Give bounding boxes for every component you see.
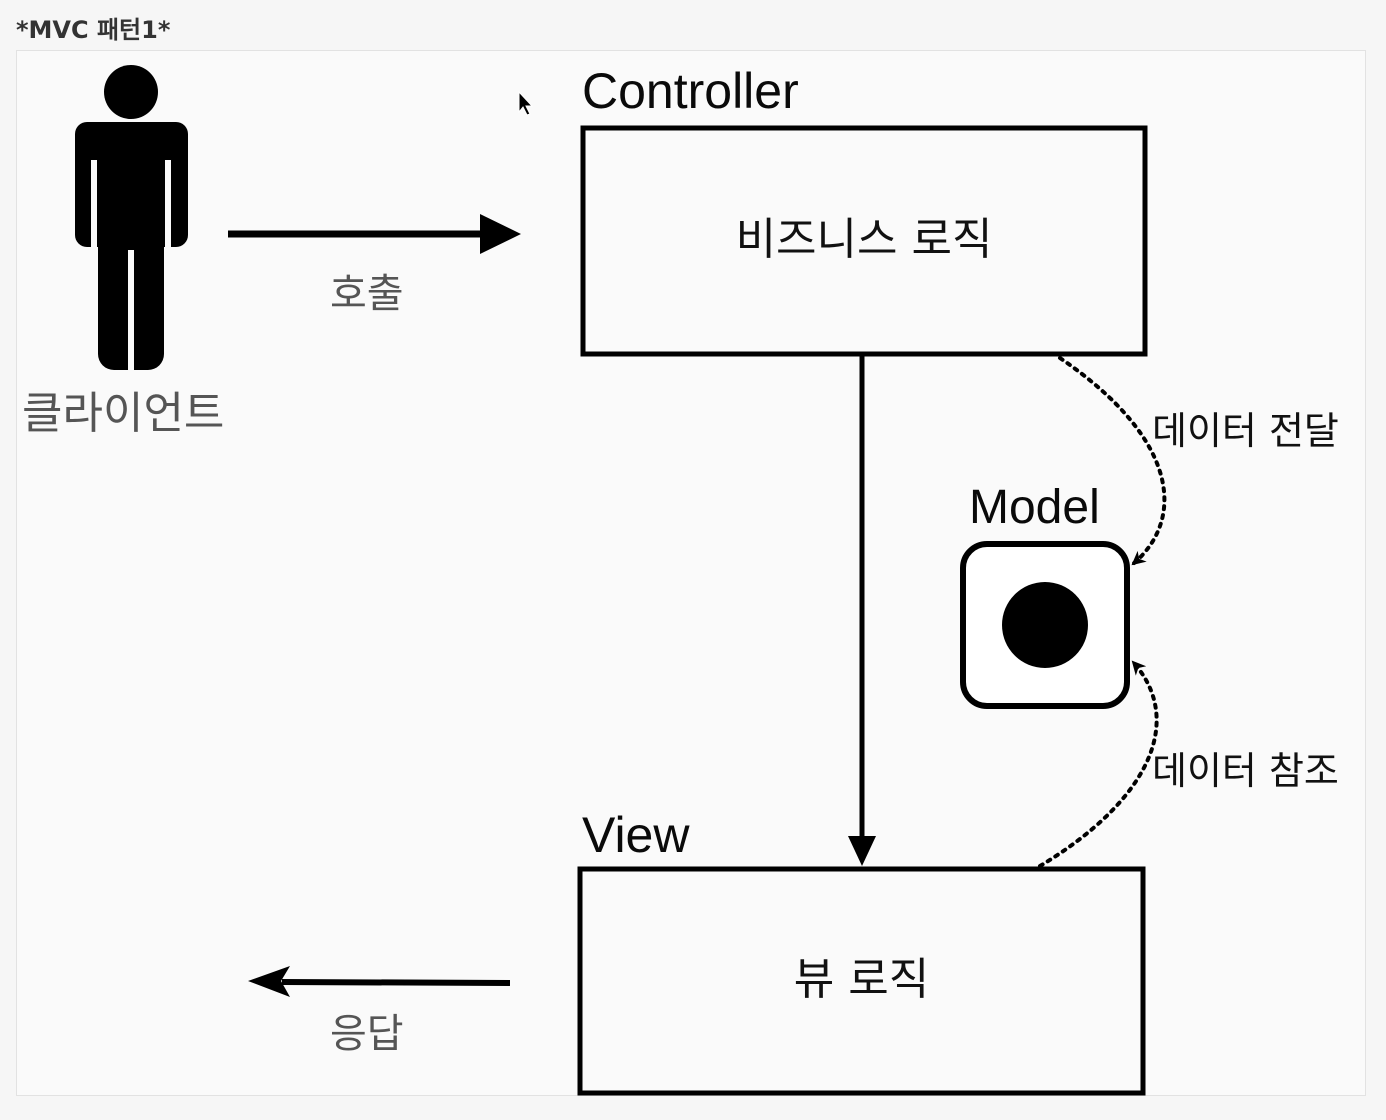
page-title: *MVC 패턴1* — [16, 16, 171, 44]
model-title: Model — [969, 481, 1100, 534]
view-title: View — [582, 807, 690, 863]
view-content: 뷰 로직 — [793, 954, 930, 1005]
controller-content: 비즈니스 로직 — [735, 214, 993, 265]
person-icon — [75, 65, 188, 370]
data-reference-label: 데이터 참조 — [1152, 749, 1339, 793]
request-label: 호출 — [330, 271, 404, 317]
data-transfer-label: 데이터 전달 — [1152, 409, 1339, 453]
data-transfer-arrow — [1058, 356, 1167, 566]
mouse-cursor-icon — [518, 90, 534, 116]
data-reference-arrow — [1038, 660, 1159, 868]
client-label: 클라이언트 — [22, 388, 225, 439]
controller-box — [580, 125, 1148, 357]
request-arrow — [228, 214, 521, 254]
controller-title: Controller — [582, 63, 799, 119]
flow-arrow — [848, 356, 876, 866]
response-label: 응답 — [330, 1011, 404, 1057]
response-arrow — [248, 966, 511, 997]
view-box — [577, 866, 1146, 1096]
model-icon — [960, 541, 1130, 709]
